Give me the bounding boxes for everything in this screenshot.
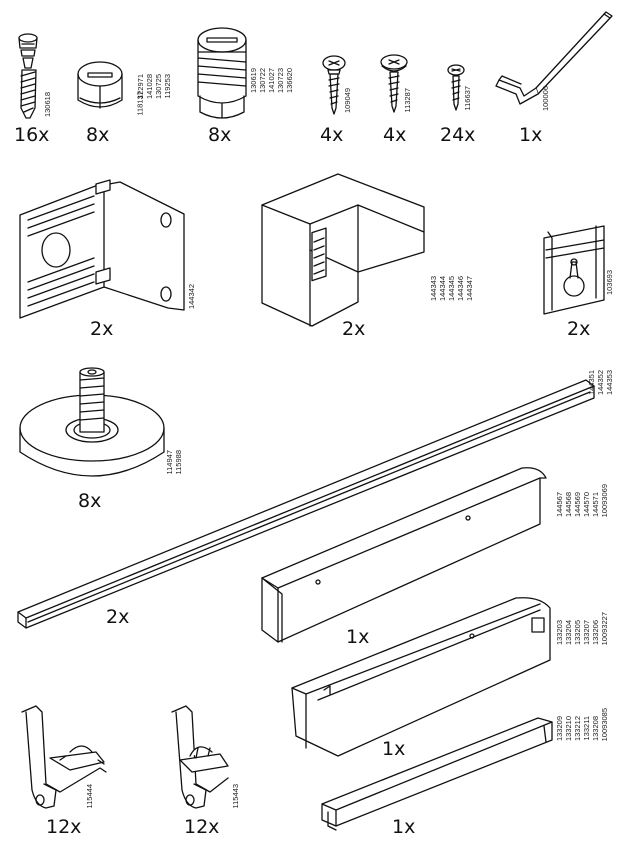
part-quantity: 8x <box>208 124 232 146</box>
allen-key-drawing <box>496 12 612 104</box>
adjustable-foot-drawing <box>20 368 164 476</box>
part-code: 144342 <box>187 284 196 310</box>
part-quantity: 24x <box>440 124 476 146</box>
profile-rail-upper-drawing <box>262 468 546 642</box>
part-code: 136620 <box>285 68 294 94</box>
part-code: 10093069 <box>600 484 609 518</box>
corner-block-drawing <box>262 174 424 326</box>
part-code: 144347 <box>465 276 474 302</box>
part-quantity: 1x <box>392 816 416 838</box>
wire-bracket-a-drawing <box>22 706 106 808</box>
part-quantity: 12x <box>184 816 220 838</box>
wire-bracket-b-drawing <box>172 706 228 808</box>
cam-lock-small-drawing <box>78 62 122 108</box>
screw-round-head-drawing <box>323 56 345 114</box>
part-code: 100006 <box>541 86 550 112</box>
part-code: 109049 <box>343 88 352 114</box>
screw-wafer-head-drawing <box>381 55 407 112</box>
part-code: 103693 <box>605 270 614 296</box>
part-code: 130618 <box>43 92 52 118</box>
part-code: 115444 <box>85 784 94 809</box>
profile-rail-lower-drawing <box>322 718 552 830</box>
part-quantity: 1x <box>346 626 370 648</box>
screw-small-drawing <box>448 65 464 110</box>
part-quantity: 8x <box>86 124 110 146</box>
part-code: 116637 <box>463 86 472 111</box>
part-code: 113287 <box>403 88 412 113</box>
part-quantity: 8x <box>78 490 102 512</box>
part-code: 144353 <box>605 370 614 396</box>
profile-rail-middle-drawing <box>292 598 550 756</box>
part-quantity: 1x <box>382 738 406 760</box>
part-code: 10093227 <box>600 612 609 646</box>
cam-lock-large-drawing <box>198 28 246 118</box>
hanging-plate-drawing <box>544 226 604 314</box>
part-code: 10093085 <box>600 708 609 742</box>
long-rail-drawing <box>18 380 594 628</box>
part-code: 115443 <box>231 784 240 809</box>
dowel-cam-bolt-drawing <box>19 34 37 118</box>
part-quantity: 2x <box>567 318 591 340</box>
part-code: 119253 <box>163 74 172 99</box>
part-quantity: 4x <box>383 124 407 146</box>
part-quantity: 4x <box>320 124 344 146</box>
part-quantity: 2x <box>106 606 130 628</box>
angle-bracket-hinge-drawing <box>20 180 184 318</box>
part-quantity: 12x <box>46 816 82 838</box>
part-quantity: 1x <box>519 124 543 146</box>
part-quantity: 2x <box>90 318 114 340</box>
part-code: 115988 <box>174 450 183 475</box>
part-quantity: 2x <box>342 318 366 340</box>
part-quantity: 16x <box>14 124 50 146</box>
